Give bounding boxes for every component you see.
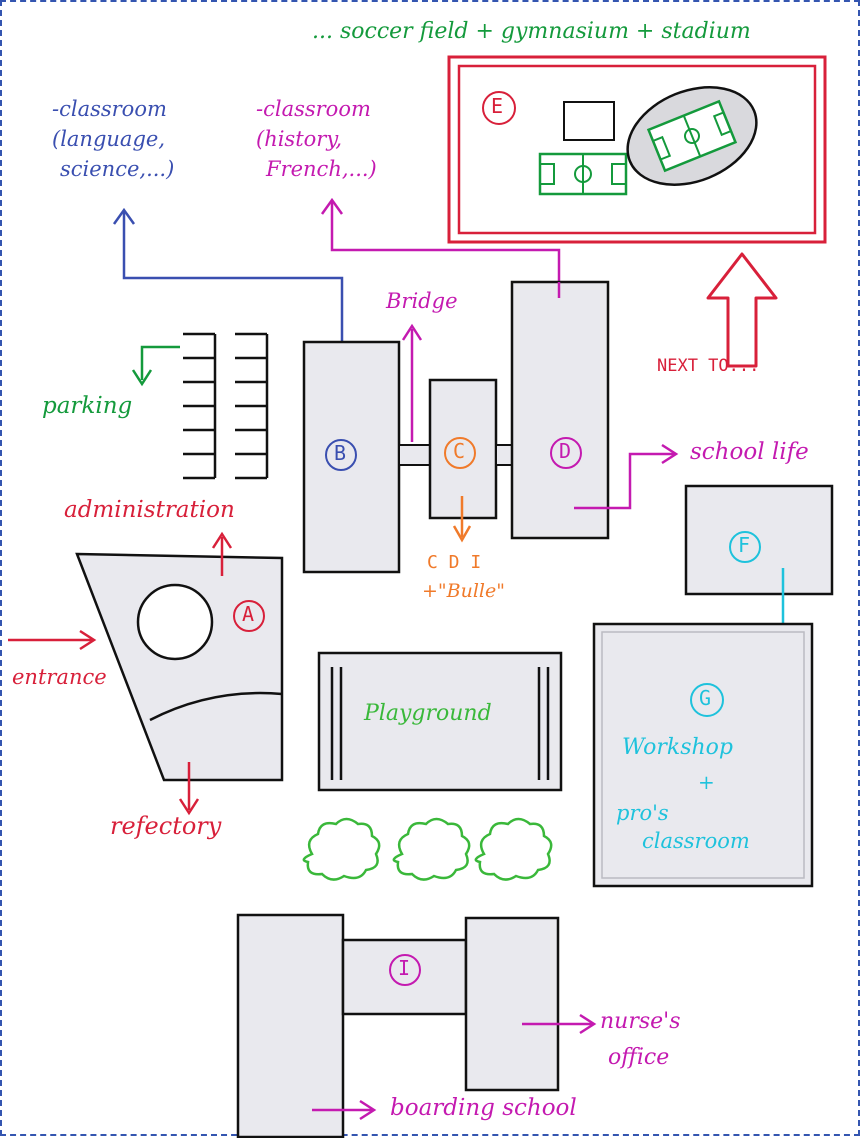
soccer-field-icon [538,152,628,196]
classroom-2-line1: -classroom [256,97,371,121]
building-letter-f: F [738,533,751,557]
gymnasium-icon [563,101,615,141]
building-letter-i: I [398,956,411,980]
bridge-bc [398,444,431,466]
boarding-label: boarding school [390,1095,577,1121]
stadium-icon [626,86,758,186]
next-to-arrow-icon [706,252,778,368]
building-letter-g: G [699,686,712,710]
classroom-1-line2: (language, [52,127,165,151]
building-letter-a: A [242,602,255,626]
nurse-label-line1: nurse's [600,1009,681,1034]
building-letter-b: B [334,441,347,465]
workshop-line3: pro's [616,801,669,825]
building-letter-e: E [491,94,504,118]
playground [317,651,563,792]
nurse-label-line2: office [608,1045,670,1070]
cdi-label-line1: C D I [427,552,482,573]
building-i-right [464,916,560,1092]
parking-lot [183,332,269,480]
workshop-line1: Workshop [622,735,733,760]
parking-label: parking [42,393,133,419]
tree-icon [474,817,553,881]
workshop-line4: classroom [642,829,750,853]
cdi-label-line2: +"Bulle" [422,580,505,602]
building-e [447,55,827,244]
building-i-link [341,938,468,1016]
tree-icon [302,817,381,881]
classroom-2-line3: French,...) [266,157,377,181]
building-letter-c: C [453,439,466,463]
classroom-1-line1: -classroom [52,97,167,121]
school-life-label: school life [690,439,809,465]
sports-label: ... soccer field + gymnasium + stadium [312,19,751,44]
classroom-1-line3: science,...) [60,157,175,181]
playground-label: Playground [364,701,492,726]
building-i-left [236,913,345,1138]
building-a [75,552,284,782]
workshop-line2: + [698,770,715,794]
building-letter-d: D [559,439,572,463]
building-g [592,622,814,888]
trees [302,817,553,881]
courtyard-circle [136,583,214,661]
classroom-2-line2: (history, [256,127,343,151]
next-to-label: NEXT TO... [657,356,760,376]
building-c [428,378,498,520]
administration-label: administration [64,497,235,523]
tree-icon [392,817,471,881]
entrance-label: entrance [12,665,107,689]
bridge-label: Bridge [386,289,458,313]
refectory-label: refectory [110,812,222,840]
building-d [510,280,610,540]
bridge-cd [495,444,513,466]
building-b [302,340,401,574]
